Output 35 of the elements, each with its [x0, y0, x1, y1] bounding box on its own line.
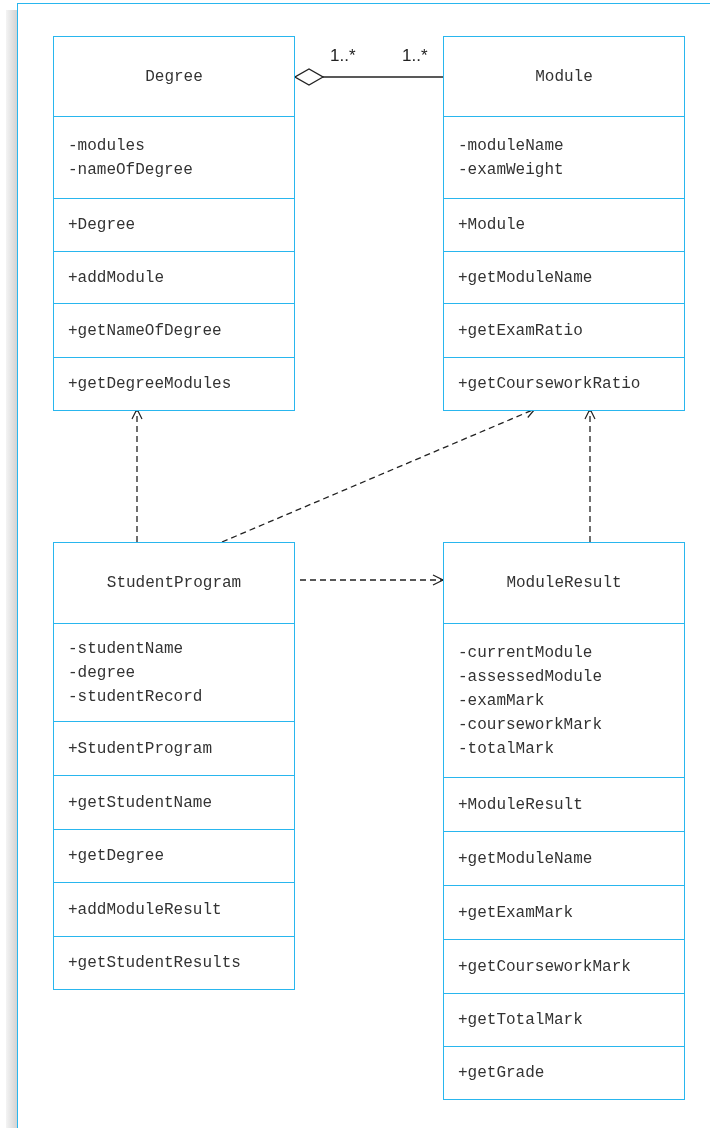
- method-name: +getExamRatio: [458, 320, 583, 342]
- attribute-list: -moduleName -examWeight: [458, 133, 564, 182]
- method-name: +getCourseworkRatio: [458, 374, 641, 395]
- method-name: +getCourseworkMark: [458, 956, 631, 978]
- aggregation-line: [294, 68, 444, 86]
- attribute-list: -studentName -degree -studentRecord: [68, 636, 203, 709]
- method-name: +StudentProgram: [68, 738, 213, 760]
- class-box: [443, 542, 685, 1100]
- method-name: +ModuleResult: [458, 794, 583, 816]
- multiplicity-label: 1..*: [402, 46, 428, 66]
- attribute-list: -modules -nameOfDegree: [68, 133, 193, 182]
- method-name: +getStudentName: [68, 792, 213, 814]
- dependency-arrow: [299, 574, 444, 586]
- method-name: +getGrade: [458, 1063, 545, 1084]
- class-name: StudentProgram: [106, 573, 242, 594]
- class-box: [53, 542, 295, 990]
- method-name: +getExamMark: [458, 902, 574, 924]
- attribute-list: -currentModule -assessedModule -examMark -courseworkMark -totalMark: [458, 640, 603, 761]
- method-name: +getDegreeModules: [68, 374, 232, 395]
- method-name: +getModuleName: [458, 848, 593, 870]
- method-name: +addModuleResult: [68, 899, 222, 921]
- class-box: [443, 36, 685, 411]
- method-name: +getDegree: [68, 846, 164, 867]
- method-name: +addModule: [68, 267, 164, 289]
- method-name: +Degree: [68, 215, 136, 236]
- class-box: [53, 36, 295, 411]
- class-name: ModuleResult: [506, 573, 622, 594]
- method-name: +getModuleName: [458, 267, 593, 289]
- method-name: +getTotalMark: [458, 1010, 583, 1031]
- method-name: +Module: [458, 215, 526, 236]
- class-name: Module: [535, 66, 593, 88]
- multiplicity-label: 1..*: [330, 46, 356, 66]
- method-name: +getStudentResults: [68, 953, 241, 974]
- method-name: +getNameOfDegree: [68, 320, 222, 342]
- class-name: Degree: [145, 66, 203, 88]
